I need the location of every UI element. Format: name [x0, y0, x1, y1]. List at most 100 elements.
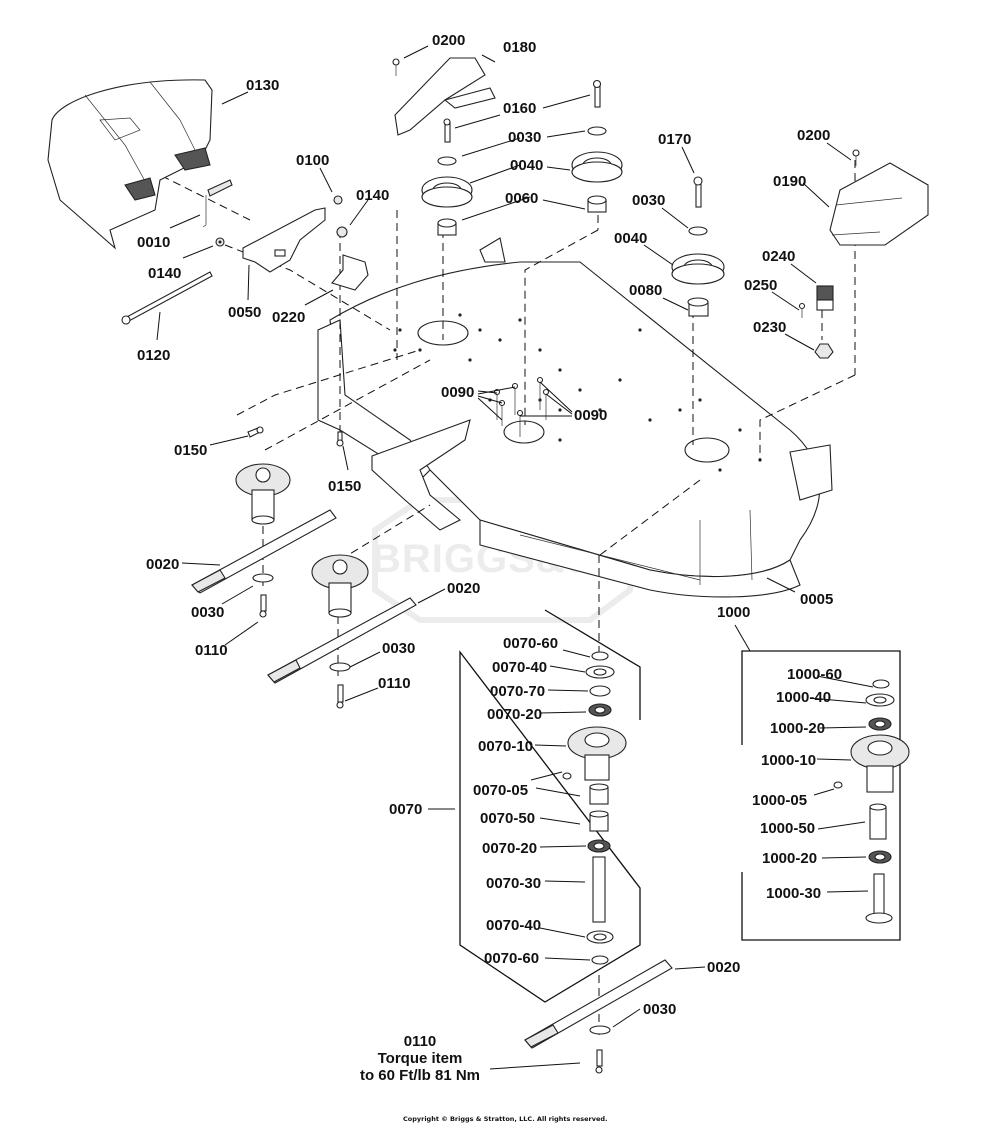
- bolt-0110-b[interactable]: [336, 684, 344, 709]
- label-0020: 0020: [447, 580, 480, 597]
- spindle-kit-1000-parts[interactable]: [833, 679, 910, 924]
- label-0100: 0100: [296, 152, 329, 169]
- rod-0120[interactable]: [121, 271, 213, 325]
- bolt-0110-c[interactable]: [595, 1049, 603, 1074]
- blade-0020-b[interactable]: [267, 597, 417, 684]
- idler-0080[interactable]: [687, 297, 709, 317]
- washer-0030-e[interactable]: [329, 662, 351, 672]
- label-0005: 0005: [800, 591, 833, 608]
- label-0070-05: 0070-05: [473, 782, 528, 799]
- label-1000-60: 1000-60: [787, 666, 842, 683]
- label-0250: 0250: [744, 277, 777, 294]
- label-0070-10: 0070-10: [478, 738, 533, 755]
- nut-0140-a[interactable]: [215, 237, 225, 247]
- label-0070-40: 0070-40: [492, 659, 547, 676]
- label-0060: 0060: [505, 190, 538, 207]
- label-0110: 0110: [378, 675, 411, 692]
- spring-0010[interactable]: [202, 179, 233, 228]
- bolt-0110-a[interactable]: [259, 594, 267, 618]
- bolt-0160-a[interactable]: [443, 118, 451, 143]
- label-0070-70: 0070-70: [490, 683, 545, 700]
- nut-0100[interactable]: [333, 195, 343, 205]
- torque-note-part: 0110: [404, 1033, 437, 1050]
- spindle-left[interactable]: [235, 463, 291, 525]
- bolt-0150-b[interactable]: [336, 431, 344, 447]
- mower-deck-0005[interactable]: [317, 237, 833, 598]
- label-0130: 0130: [246, 77, 279, 94]
- kit-0070-outline: [459, 609, 641, 1003]
- washer-0030-a[interactable]: [437, 156, 457, 166]
- discharge-chute-0130[interactable]: [47, 79, 213, 250]
- label-0030: 0030: [643, 1001, 676, 1018]
- spindle-right[interactable]: [311, 554, 369, 618]
- fitting-0230[interactable]: [814, 343, 834, 359]
- pulley-0040-b[interactable]: [571, 151, 623, 183]
- idler-0060-b[interactable]: [587, 195, 607, 213]
- torque-note-line1: Torque item: [378, 1050, 463, 1067]
- label-0070-30: 0070-30: [486, 875, 541, 892]
- belt-cover-0190[interactable]: [829, 162, 929, 246]
- torque-note: 0110 Torque item to 60 Ft/lb 81 Nm: [360, 1033, 480, 1084]
- blade-0020-c[interactable]: [524, 959, 673, 1049]
- label-1000-50: 1000-50: [760, 820, 815, 837]
- spindle-kit-0070-parts[interactable]: [562, 651, 627, 965]
- label-0070-20: 0070-20: [482, 840, 537, 857]
- bracket-0220[interactable]: [331, 254, 369, 291]
- label-0020: 0020: [146, 556, 179, 573]
- label-1000-40: 1000-40: [776, 689, 831, 706]
- screw-0250[interactable]: [798, 302, 806, 319]
- label-0030: 0030: [632, 192, 665, 209]
- label-0170: 0170: [658, 131, 691, 148]
- assembly-lines: [149, 160, 856, 1040]
- label-0030: 0030: [191, 604, 224, 621]
- label-0070-40: 0070-40: [486, 917, 541, 934]
- pulley-0040-c[interactable]: [671, 253, 725, 285]
- label-0200: 0200: [797, 127, 830, 144]
- label-1000: 1000: [717, 604, 750, 621]
- label-1000-30: 1000-30: [766, 885, 821, 902]
- label-0190: 0190: [773, 173, 806, 190]
- bolt-0150-a[interactable]: [247, 426, 264, 438]
- label-0070-20: 0070-20: [487, 706, 542, 723]
- kit-0070-labels: 0070-60 0070-40 0070-70 0070-20 0070-10 …: [473, 635, 558, 967]
- label-0020: 0020: [707, 959, 740, 976]
- screw-0200-b[interactable]: [852, 149, 860, 166]
- blade-0020-a[interactable]: [191, 509, 337, 594]
- idler-0060-a[interactable]: [437, 218, 457, 236]
- label-0230: 0230: [753, 319, 786, 336]
- pulley-0040-a[interactable]: [421, 176, 473, 208]
- bolt-0160-b[interactable]: [592, 79, 602, 108]
- screw-0200-a[interactable]: [392, 58, 400, 76]
- label-0090: 0090: [574, 407, 607, 424]
- nut-0140-b[interactable]: [336, 226, 348, 238]
- bracket-0050[interactable]: [242, 207, 326, 273]
- label-0140: 0140: [148, 265, 181, 282]
- label-0030: 0030: [508, 129, 541, 146]
- label-1000-20: 1000-20: [762, 850, 817, 867]
- label-0240: 0240: [762, 248, 795, 265]
- label-0040: 0040: [510, 157, 543, 174]
- leader-lines: [156, 45, 874, 1070]
- copyright-text: Copyright © Briggs & Stratton, LLC. All …: [403, 1115, 608, 1123]
- label-0220: 0220: [272, 309, 305, 326]
- label-0070: 0070: [389, 801, 422, 818]
- label-0040: 0040: [614, 230, 647, 247]
- fitting-0240[interactable]: [816, 285, 834, 311]
- label-0070-60: 0070-60: [503, 635, 558, 652]
- kit-1000-labels: 1000-60 1000-40 1000-20 1000-10 1000-05 …: [752, 666, 842, 902]
- kit-1000-outline: [741, 650, 901, 941]
- label-0120: 0120: [137, 347, 170, 364]
- part-labels: 0200 0180 0130 0160 0030 0040 0060 0170 …: [137, 32, 833, 1018]
- washer-0030-d[interactable]: [252, 573, 274, 583]
- belt-cover-0180[interactable]: [394, 57, 496, 136]
- label-1000-20: 1000-20: [770, 720, 825, 737]
- washer-0030-f[interactable]: [589, 1025, 611, 1035]
- bolt-0170[interactable]: [693, 176, 703, 208]
- washer-0030-b[interactable]: [587, 126, 607, 136]
- washer-0030-c[interactable]: [688, 226, 708, 236]
- label-0090: 0090: [441, 384, 474, 401]
- label-0070-50: 0070-50: [480, 810, 535, 827]
- label-1000-10: 1000-10: [761, 752, 816, 769]
- label-0150: 0150: [328, 478, 361, 495]
